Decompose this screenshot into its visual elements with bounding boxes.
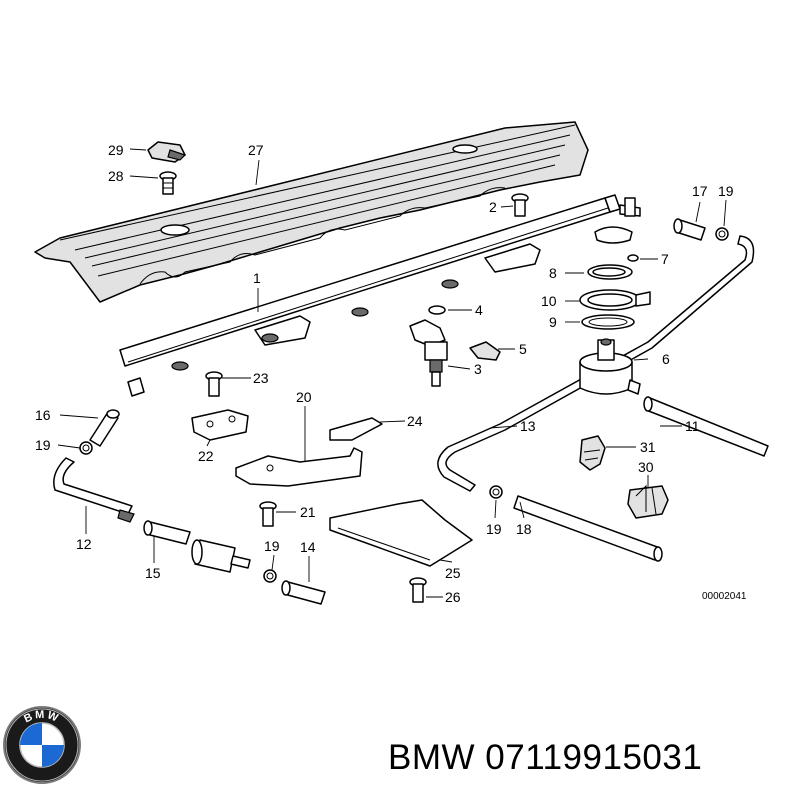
pipe-11 — [645, 397, 769, 457]
fuel-rail-exploded-diagram: 29 27 28 2 17 19 1 7 8 4 10 9 5 6 23 3 1… — [34, 121, 769, 605]
callout-31: 31 — [640, 439, 656, 455]
callout-23: 23 — [253, 370, 269, 386]
callout-labels: 29 27 28 2 17 19 1 7 8 4 10 9 5 6 23 3 1… — [35, 142, 747, 605]
bolt-2 — [511, 193, 529, 217]
callout-19-middle: 19 — [486, 521, 502, 537]
callout-24: 24 — [407, 413, 423, 429]
clamp-19-top — [715, 227, 729, 241]
part-number-caption: BMW 07119915031 — [388, 738, 702, 778]
callout-14: 14 — [300, 539, 316, 555]
callout-30: 30 — [638, 459, 654, 475]
callout-26: 26 — [445, 589, 461, 605]
return-line-13 — [437, 235, 755, 492]
bolt-26 — [409, 577, 427, 603]
bolt-21 — [259, 501, 277, 527]
callout-19-top: 19 — [718, 183, 734, 199]
callout-25: 25 — [445, 565, 461, 581]
callout-20: 20 — [296, 389, 312, 405]
clip-31 — [579, 435, 606, 471]
leader-lines — [57, 148, 727, 598]
callout-19-bottom: 19 — [264, 538, 280, 554]
callout-15: 15 — [145, 565, 161, 581]
part-number: 07119915031 — [485, 738, 703, 777]
o-ring-9 — [581, 314, 635, 330]
cover-bolt — [159, 171, 177, 195]
diagram-reference-code: 00002041 — [702, 591, 747, 602]
bolt-23 — [205, 371, 223, 397]
callout-12: 12 — [76, 536, 92, 552]
hose-15 — [145, 521, 191, 545]
pressure-regulator-6 — [579, 338, 641, 395]
bracket-20 — [235, 447, 363, 487]
callout-3: 3 — [474, 361, 482, 377]
callout-8: 8 — [549, 265, 557, 281]
bracket-22 — [191, 409, 249, 441]
cover-clip — [147, 141, 187, 163]
callout-27: 27 — [248, 142, 264, 158]
callout-2: 2 — [489, 199, 497, 215]
seal-4 — [428, 305, 446, 315]
clamp-19-left — [79, 441, 93, 455]
callout-21: 21 — [300, 504, 316, 520]
fuel-line-12 — [53, 457, 133, 515]
injector-3 — [409, 319, 448, 387]
regulator-cup — [594, 226, 633, 244]
callout-17: 17 — [692, 183, 708, 199]
roundel-quadrant-blue-br — [42, 745, 64, 767]
callout-4: 4 — [475, 302, 483, 318]
svg-text:BMW: BMW — [22, 709, 61, 726]
clamp-19-middle — [489, 485, 503, 499]
clip-30 — [627, 485, 669, 519]
brand-name: BMW — [388, 738, 476, 777]
callout-9: 9 — [549, 314, 557, 330]
callout-5: 5 — [519, 341, 527, 357]
hose-16 — [89, 411, 119, 447]
clamp-ring-10 — [579, 289, 651, 311]
callout-10: 10 — [541, 293, 557, 309]
logo-letters: BMW — [22, 709, 59, 726]
roundel-quadrant-blue-tl — [20, 723, 42, 745]
callout-16: 16 — [35, 407, 51, 423]
callout-6: 6 — [662, 351, 670, 367]
callout-22: 22 — [198, 448, 214, 464]
clip-5 — [469, 341, 501, 361]
callout-7: 7 — [661, 251, 669, 267]
fuel-filter — [191, 539, 251, 573]
bmw-logo: BMW — [3, 706, 81, 784]
seal-7 — [627, 254, 639, 262]
callout-28: 28 — [108, 168, 124, 184]
callout-13: 13 — [520, 418, 536, 434]
clamp-19-bottom — [263, 569, 277, 583]
callout-11: 11 — [685, 418, 700, 434]
callout-29: 29 — [108, 142, 124, 158]
bracket-plate-25 — [329, 499, 473, 567]
callout-1: 1 — [253, 270, 261, 286]
callout-18: 18 — [516, 521, 532, 537]
hose-17 — [673, 218, 706, 241]
plate-24 — [329, 417, 383, 441]
engine-cover — [34, 121, 589, 303]
callout-19-left: 19 — [35, 437, 51, 453]
fuel-rail — [119, 194, 641, 397]
